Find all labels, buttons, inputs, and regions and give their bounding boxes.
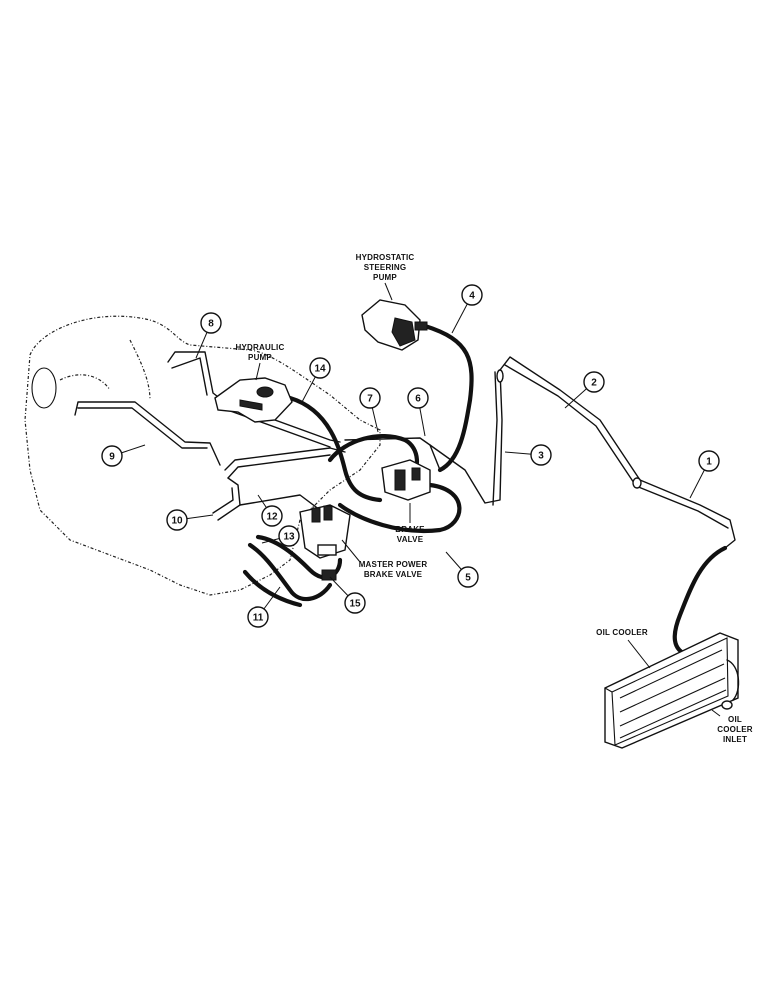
label-oil-cooler: OIL COOLER — [596, 628, 648, 637]
svg-text:HYDRAULIC: HYDRAULIC — [236, 343, 285, 352]
callout-8: 8 — [195, 312, 222, 359]
svg-text:VALVE: VALVE — [397, 535, 424, 544]
callout-number: 5 — [465, 573, 471, 584]
callout-circle — [200, 312, 222, 334]
callout-circle — [101, 445, 123, 467]
rigid-pipes — [74, 351, 736, 549]
svg-text:INLET: INLET — [723, 735, 747, 744]
callout-11: 11 — [247, 586, 281, 628]
callout-15: 15 — [329, 576, 366, 614]
callout-13: 13 — [261, 525, 300, 547]
callout-number: 3 — [538, 451, 544, 462]
callout-1: 1 — [689, 450, 720, 499]
master-power-brake-valve — [299, 504, 351, 581]
callout-number: 2 — [591, 378, 597, 389]
callout-circle — [344, 592, 366, 614]
svg-text:COOLER: COOLER — [717, 725, 752, 734]
flywheel-housing — [31, 367, 57, 409]
callout-circle — [278, 525, 300, 547]
svg-text:OIL: OIL — [728, 715, 742, 724]
callout-number: 4 — [469, 291, 475, 302]
callout-6: 6 — [407, 387, 429, 437]
callout-circle — [457, 566, 479, 588]
hydrostatic-steering-pump — [361, 299, 428, 351]
callout-2: 2 — [564, 371, 605, 409]
callout-5: 5 — [445, 551, 479, 588]
callout-circle — [407, 387, 429, 409]
svg-text:BRAKE: BRAKE — [395, 525, 425, 534]
callout-number: 15 — [349, 599, 361, 610]
callout-number: 14 — [314, 364, 326, 375]
callout-9: 9 — [101, 444, 146, 467]
svg-text:OIL COOLER: OIL COOLER — [596, 628, 648, 637]
svg-text:MASTER POWER: MASTER POWER — [359, 560, 428, 569]
svg-text:BRAKE VALVE: BRAKE VALVE — [364, 570, 423, 579]
callout-number: 7 — [367, 394, 373, 405]
label-hydraulic-pump: HYDRAULIC PUMP — [236, 343, 285, 362]
callout-circle — [583, 371, 605, 393]
cooler-inlet-fitting — [721, 700, 733, 710]
callout-number: 8 — [208, 319, 214, 330]
callout-12: 12 — [257, 494, 283, 527]
callout-number: 13 — [283, 532, 295, 543]
label-master-power-brake-valve: MASTER POWER BRAKE VALVE — [359, 560, 428, 579]
callout-10: 10 — [166, 509, 214, 531]
pipe-coupling — [496, 369, 504, 383]
callout-number: 6 — [415, 394, 421, 405]
callout-7: 7 — [359, 387, 381, 433]
callout-4: 4 — [451, 284, 483, 334]
callout-circle — [166, 509, 188, 531]
callout-circle — [698, 450, 720, 472]
callout-number: 11 — [253, 613, 264, 624]
callout-circle — [530, 444, 552, 466]
label-oil-cooler-inlet: OIL COOLER INLET — [717, 715, 752, 744]
svg-text:STEERING: STEERING — [364, 263, 407, 272]
engine-outline — [24, 315, 381, 596]
callout-14: 14 — [301, 357, 331, 403]
callout-number: 1 — [706, 457, 712, 468]
callout-circle — [309, 357, 331, 379]
callout-3: 3 — [504, 444, 552, 466]
label-hydrostatic-steering-pump: HYDROSTATIC STEERING PUMP — [356, 253, 415, 282]
callout-circle — [261, 505, 283, 527]
oil-cooler — [604, 632, 740, 749]
brake-valve — [381, 459, 431, 501]
callout-number: 12 — [266, 512, 278, 523]
svg-text:PUMP: PUMP — [248, 353, 272, 362]
callout-number: 10 — [171, 516, 183, 527]
callout-circle — [461, 284, 483, 306]
svg-text:HYDROSTATIC: HYDROSTATIC — [356, 253, 415, 262]
callout-number: 9 — [109, 452, 115, 463]
callout-circle — [359, 387, 381, 409]
hydraulic-pump — [214, 377, 293, 423]
callout-circle — [247, 606, 269, 628]
label-brake-valve: BRAKE VALVE — [395, 525, 425, 544]
svg-text:PUMP: PUMP — [373, 273, 397, 282]
pipe-coupling — [632, 477, 642, 489]
